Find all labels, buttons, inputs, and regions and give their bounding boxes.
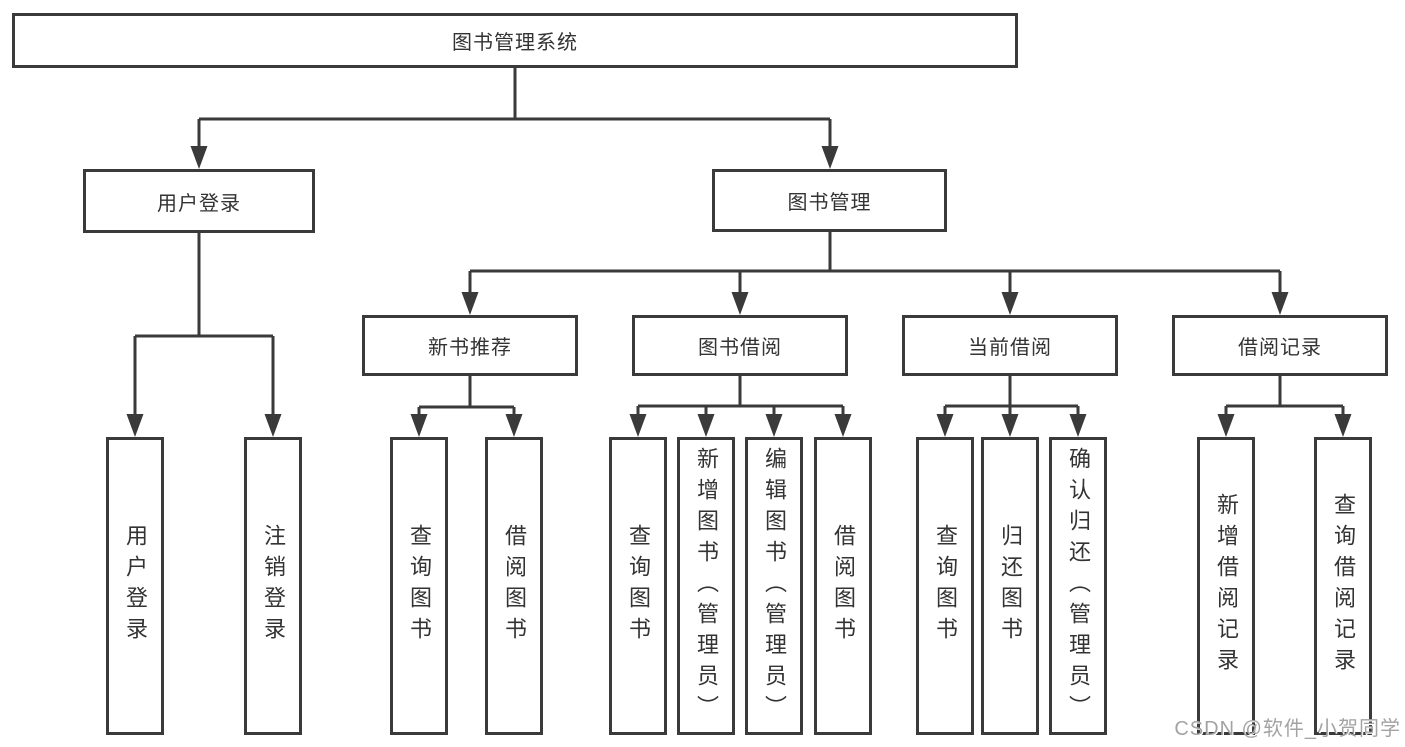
arrowhead-level2 — [190, 146, 839, 169]
node-user-login: 用户登录 — [83, 169, 315, 233]
leaf-current-return-books: 归还图书 — [981, 437, 1039, 735]
node-new-book-recommend: 新书推荐 — [362, 315, 578, 376]
arrowheads — [126, 146, 1352, 437]
node-book-management: 图书管理 — [712, 169, 947, 232]
connector-records-to-leaves — [1224, 376, 1345, 418]
leaf-borrow-add-books-admin: 新增图书（管理员） — [677, 437, 735, 735]
leaf-borrow-query-books: 查询图书 — [609, 437, 667, 735]
connector-userlogin-to-leaves — [133, 233, 275, 418]
leaf-user-login: 用户登录 — [106, 437, 164, 735]
connector-segments — [133, 68, 1345, 418]
node-root-library-system: 图书管理系统 — [12, 13, 1018, 68]
arrowhead-currentborrow-leaves — [936, 414, 1087, 437]
leaf-newbooks-borrow-books: 借阅图书 — [485, 437, 543, 735]
arrowhead-userlogin-leaves — [126, 414, 282, 437]
csdn-watermark: CSDN @软件_小贺同学 — [1174, 718, 1401, 740]
leaf-records-query-record: 查询借阅记录 — [1314, 437, 1372, 735]
connector-bookmgmt-to-level3 — [468, 232, 1282, 296]
arrowhead-level3 — [461, 292, 1289, 315]
arrowhead-bookborrow-leaves — [629, 414, 852, 437]
leaf-records-add-record: 新增借阅记录 — [1197, 437, 1255, 735]
leaf-logout-login: 注销登录 — [244, 437, 302, 735]
arrowhead-records-leaves — [1217, 414, 1352, 437]
arrowhead-newbooks-leaves — [410, 414, 523, 437]
leaf-current-confirm-return-admin: 确认归还（管理员） — [1049, 437, 1107, 735]
node-borrow-records: 借阅记录 — [1172, 315, 1388, 376]
connector-bookborrow-to-leaves — [636, 376, 845, 418]
leaf-borrow-edit-books-admin: 编辑图书（管理员） — [745, 437, 803, 735]
leaf-borrow-borrow-books: 借阅图书 — [814, 437, 872, 735]
node-current-borrow: 当前借阅 — [902, 315, 1118, 376]
leaf-newbooks-query-books: 查询图书 — [390, 437, 448, 735]
connector-currentborrow-to-leaves — [943, 376, 1080, 418]
connector-root-to-level2 — [197, 68, 832, 150]
leaf-current-query-books: 查询图书 — [916, 437, 974, 735]
node-book-borrow: 图书借阅 — [632, 315, 848, 376]
connector-newbooks-to-leaves — [417, 376, 516, 418]
